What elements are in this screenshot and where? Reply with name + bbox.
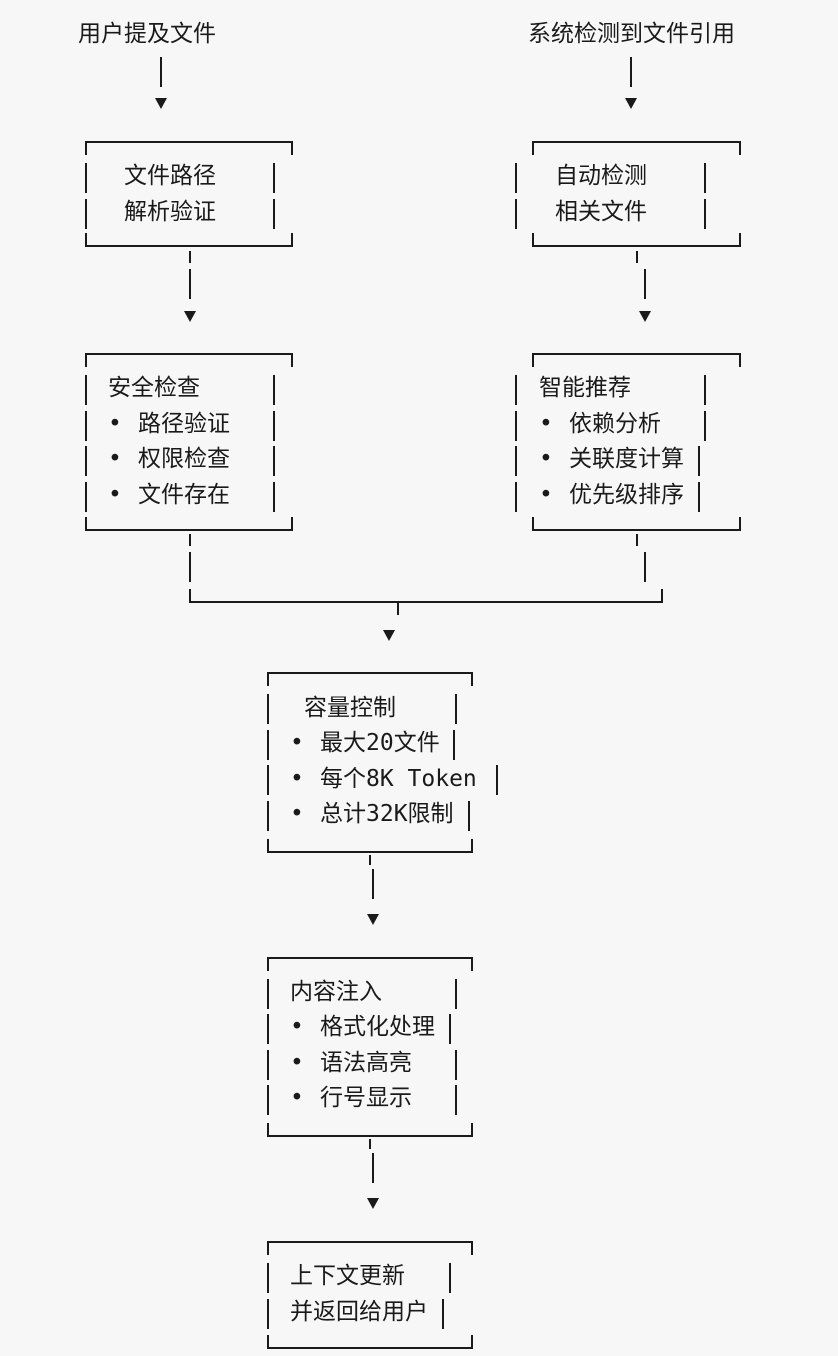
bullet-icon: • (290, 801, 304, 827)
box-frame-final (267, 1241, 473, 1349)
bullet-icon: • (290, 1050, 304, 1076)
bullet-icon: • (108, 446, 122, 472)
source-label-user-mention: 用户提及文件 (78, 21, 216, 47)
list-item-label: 每个8K Token (320, 766, 477, 792)
list-item-label: 路径验证 (138, 411, 230, 437)
source-label-system-detect: 系统检测到文件引用 (528, 21, 735, 47)
list-item: • 路径验证 (108, 410, 230, 438)
box-line: 文件路径 (124, 163, 216, 189)
list-item-label: 权限检查 (138, 446, 230, 472)
list-item: • 优先级排序 (539, 481, 684, 509)
bullet-icon: • (290, 1085, 304, 1111)
arrowhead (625, 98, 637, 109)
box-frame-security (85, 353, 293, 531)
bullet-icon: • (539, 446, 553, 472)
list-item: • 行号显示 (290, 1084, 412, 1112)
list-item: • 总计32K限制 (290, 800, 454, 828)
list-item-label: 关联度计算 (569, 446, 684, 472)
box-title: 智能推荐 (539, 375, 631, 401)
box-title: 容量控制 (304, 695, 396, 721)
list-item-label: 优先级排序 (569, 482, 684, 508)
list-item: • 依赖分析 (539, 410, 661, 438)
box-frame-inject (267, 957, 473, 1137)
list-item: • 文件存在 (108, 481, 230, 509)
list-item-label: 最大20文件 (320, 730, 440, 756)
arrowhead (639, 311, 651, 322)
list-item-label: 总计32K限制 (320, 801, 454, 827)
box-line: 解析验证 (124, 199, 216, 225)
list-item: • 格式化处理 (290, 1013, 435, 1041)
arrowhead (367, 1198, 379, 1209)
list-item: • 每个8K Token (290, 765, 477, 793)
list-item: • 最大20文件 (290, 729, 440, 757)
box-frame-capacity (267, 672, 498, 853)
box-title: 安全检查 (108, 375, 200, 401)
list-item: • 语法高亮 (290, 1049, 412, 1077)
list-item-label: 语法高亮 (320, 1050, 412, 1076)
box-line: 相关文件 (555, 199, 647, 225)
box-frame-auto-detect (515, 141, 741, 247)
box-frame-smart (515, 353, 741, 531)
bullet-icon: • (108, 482, 122, 508)
box-line: 上下文更新 (290, 1263, 405, 1289)
list-item-label: 依赖分析 (569, 411, 661, 437)
bullet-icon: • (108, 411, 122, 437)
list-item: • 关联度计算 (539, 445, 684, 473)
bullet-icon: • (539, 411, 553, 437)
bullet-icon: • (290, 730, 304, 756)
box-line: 自动检测 (555, 163, 647, 189)
arrowhead (155, 98, 167, 109)
list-item: • 权限检查 (108, 445, 230, 473)
arrowhead (184, 311, 196, 322)
bullet-icon: • (290, 1014, 304, 1040)
bullet-icon: • (290, 766, 304, 792)
bullet-icon: • (539, 482, 553, 508)
box-frame-path-parse (85, 141, 293, 247)
arrowhead (367, 914, 379, 925)
merge-connector (189, 534, 663, 615)
list-item-label: 格式化处理 (320, 1014, 435, 1040)
box-line: 并返回给用户 (290, 1299, 428, 1325)
list-item-label: 行号显示 (320, 1085, 412, 1111)
arrowhead (383, 630, 395, 641)
box-title: 内容注入 (290, 979, 382, 1005)
list-item-label: 文件存在 (138, 482, 230, 508)
